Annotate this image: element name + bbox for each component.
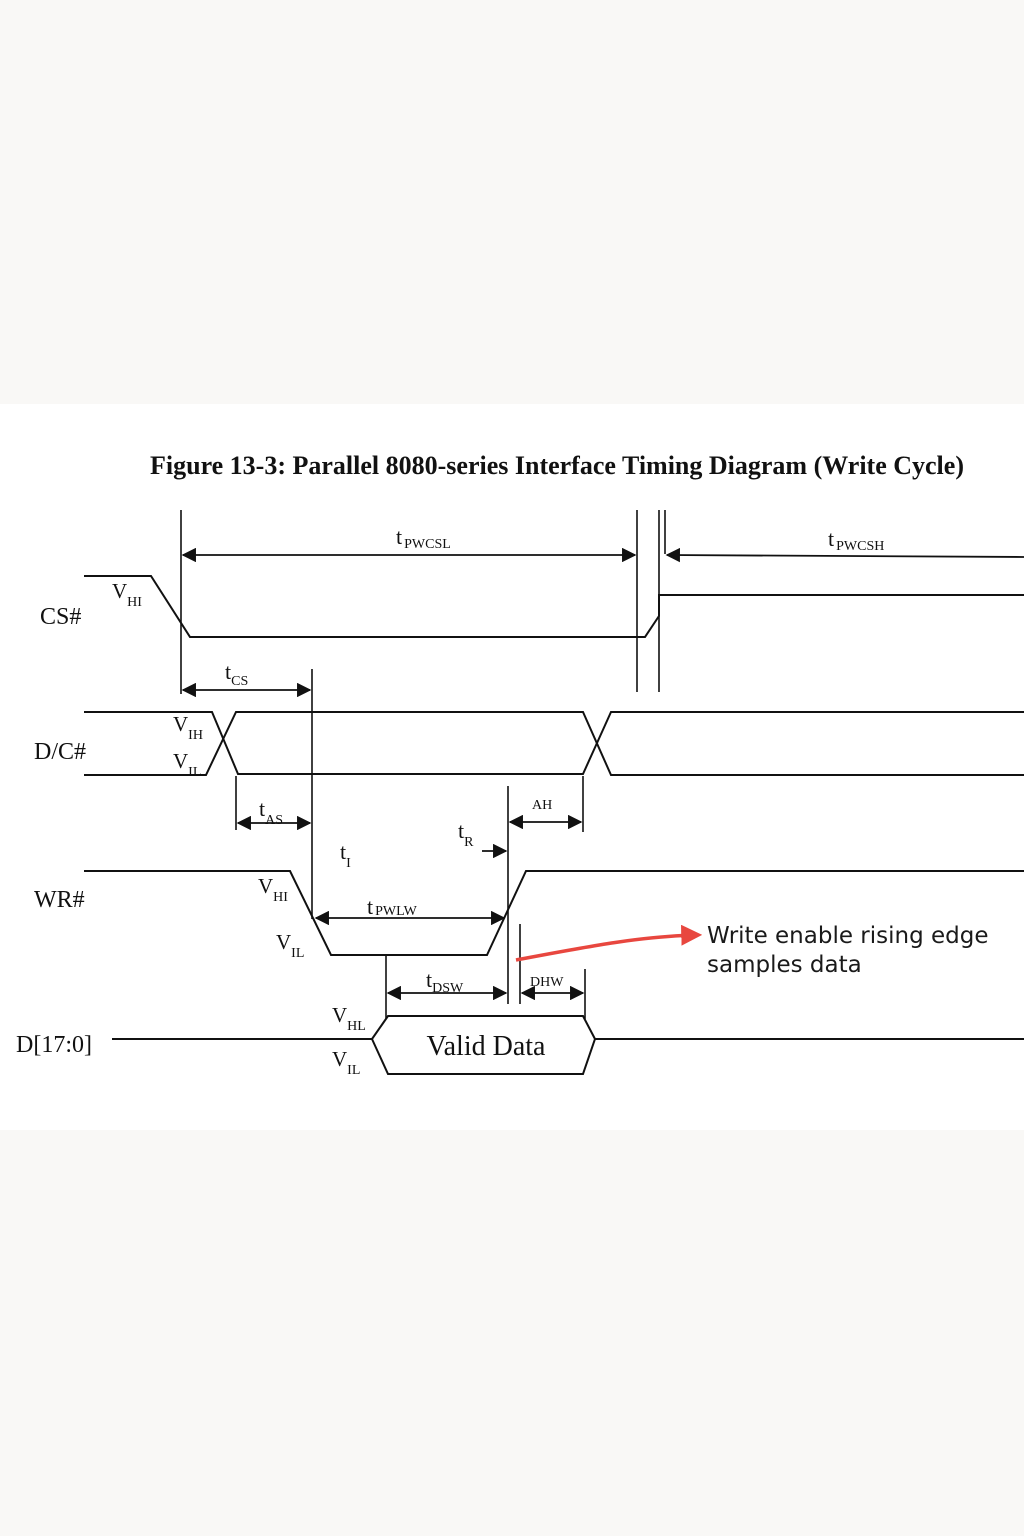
- tr-label: tR: [458, 818, 474, 850]
- tah-label: AH: [532, 798, 552, 813]
- valid-data-label: Valid Data: [427, 1031, 547, 1062]
- annotation-arrow: [515, 924, 703, 962]
- signal-cs: CS#: [40, 604, 81, 630]
- tcs-label: tCS: [225, 659, 248, 689]
- tas-label: tAS: [259, 796, 283, 828]
- data-high-level: VHL: [332, 1003, 366, 1034]
- timing-diagram-panel: Figure 13-3: Parallel 8080-series Interf…: [0, 404, 1024, 1130]
- wr-high-level: VHI: [258, 874, 288, 905]
- dc-low-level: VIL: [173, 749, 201, 780]
- signal-wr: WR#: [34, 887, 85, 913]
- dc-high-level: VIH: [173, 712, 203, 743]
- cs-high-level: VHI: [112, 579, 142, 610]
- ti-label: tI: [340, 839, 351, 871]
- signal-data: D[17:0]: [16, 1032, 92, 1058]
- wr-low-level: VIL: [276, 930, 304, 961]
- cs-waveform: [84, 575, 1024, 638]
- dc-waveform-high: [84, 711, 1024, 775]
- signal-dc: D/C#: [34, 739, 86, 765]
- tdhw-label: DHW: [530, 975, 564, 990]
- dc-waveform-low: [84, 711, 1024, 776]
- data-low-level: VIL: [332, 1047, 360, 1078]
- tpwcsh-arrow: [665, 547, 1024, 563]
- annotation-line-2: samples data: [707, 952, 862, 978]
- timing-diagram: Figure 13-3: Parallel 8080-series Interf…: [16, 451, 1024, 1078]
- wr-waveform: [84, 870, 1024, 956]
- annotation-line-1: Write enable rising edge: [707, 923, 989, 949]
- figure-title: Figure 13-3: Parallel 8080-series Interf…: [150, 451, 964, 480]
- tdsw-label: tDSW: [426, 967, 464, 996]
